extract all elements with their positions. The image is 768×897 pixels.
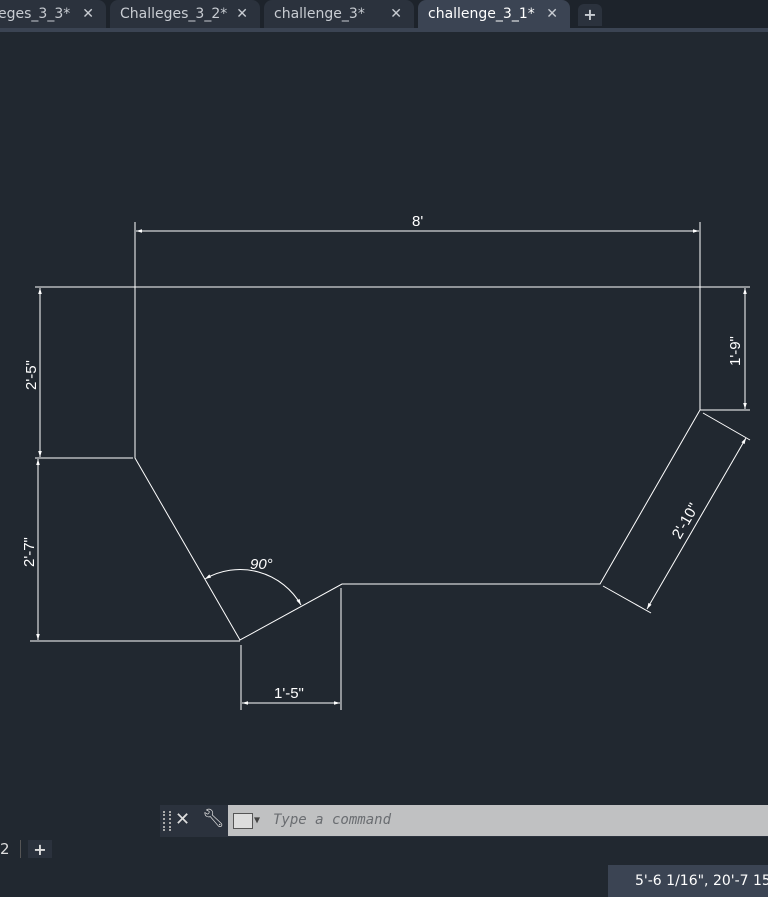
command-input[interactable]: ▼ Type a command — [228, 805, 768, 836]
angle-label: 90° — [250, 556, 273, 573]
coordinate-readout: 5'-6 1/16", 20'-7 15/16" — [608, 865, 768, 897]
angle-arc — [204, 569, 302, 606]
new-tab-button[interactable]: + — [578, 4, 602, 26]
shape-outline — [134, 286, 701, 641]
tab-label: Challeges_3_2* — [120, 6, 228, 22]
tab-challenge-3[interactable]: challenge_3* ✕ — [264, 0, 414, 28]
close-icon[interactable]: ✕ — [236, 6, 248, 22]
terminal-icon[interactable] — [233, 813, 253, 829]
close-icon[interactable]: ✕ — [390, 6, 402, 22]
dim-right — [700, 286, 750, 411]
dim-diagonal — [602, 412, 751, 614]
tab-challenge-3-1[interactable]: challenge_3_1* ✕ — [418, 0, 570, 28]
dim-right-label: 1'-9" — [727, 336, 744, 366]
layout-tab-bar: 2 + — [0, 838, 768, 862]
close-icon[interactable]: ✕ — [82, 6, 94, 22]
tab-label: eges_3_3* — [0, 6, 71, 22]
drawing-canvas[interactable]: 8' 2'-5" 2'-7" 1'-9" 2'-10" 1'-5" 90° — [0, 0, 768, 800]
layout-tab[interactable]: 2 — [0, 840, 21, 858]
command-placeholder: Type a command — [273, 812, 392, 828]
add-layout-button[interactable]: + — [28, 840, 52, 859]
dim-top-label: 8' — [412, 213, 423, 230]
grip-icon[interactable] — [163, 811, 171, 831]
dim-left-upper — [35, 286, 135, 459]
wrench-icon[interactable]: 🔧︎ — [202, 808, 225, 829]
chevron-down-icon[interactable]: ▼ — [254, 815, 261, 826]
dim-bottom — [240, 588, 342, 710]
tab-label: challenge_3* — [274, 6, 365, 22]
close-icon[interactable]: ✕ — [175, 809, 191, 830]
dim-left-upper-label: 2'-5" — [23, 360, 40, 390]
dim-bottom-label: 1'-5" — [274, 685, 304, 702]
tab-challeges-3-3[interactable]: eges_3_3* ✕ — [0, 0, 106, 28]
dim-top — [134, 222, 701, 287]
tab-challeges-3-2[interactable]: Challeges_3_2* ✕ — [110, 0, 260, 28]
tab-label: challenge_3_1* — [428, 6, 535, 22]
close-icon[interactable]: ✕ — [546, 6, 558, 22]
dim-left-lower — [30, 459, 240, 642]
file-tab-bar: eges_3_3* ✕ Challeges_3_2* ✕ challenge_3* ✕… — [0, 0, 768, 32]
dim-left-lower-label: 2'-7" — [21, 537, 38, 567]
